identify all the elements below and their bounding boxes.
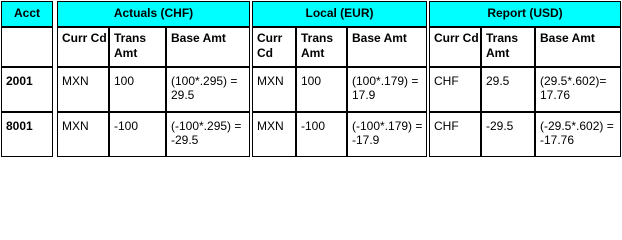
header-acct: Acct: [1, 1, 53, 27]
table-cell: (-29.5*.602) = -17.76: [535, 112, 621, 157]
table-cell: CHF: [429, 67, 481, 112]
header-actuals: Actuals (CHF): [57, 1, 250, 27]
table-cell: (100*.295) = 29.5: [166, 67, 250, 112]
subheader-empty: [1, 27, 53, 67]
row-acct: 2001: [1, 67, 53, 112]
subheader-curr-cd: Curr Cd: [252, 27, 296, 67]
table-cell: MXN: [252, 112, 296, 157]
subheader-trans-amt: Trans Amt: [109, 27, 166, 67]
row-acct: 8001: [1, 112, 53, 157]
table-cell: 100: [109, 67, 166, 112]
table-cell: (100*.179) = 17.9: [347, 67, 427, 112]
subheader-base-amt: Base Amt: [347, 27, 427, 67]
subheader-curr-cd: Curr Cd: [429, 27, 481, 67]
table-cell: -29.5: [481, 112, 535, 157]
table-cell: MXN: [57, 67, 109, 112]
subheader-base-amt: Base Amt: [535, 27, 621, 67]
subheader-curr-cd: Curr Cd: [57, 27, 109, 67]
subheader-base-amt: Base Amt: [166, 27, 250, 67]
table-cell: (-100*.179) = -17.9: [347, 112, 427, 157]
table-cell: (29.5*.602)= 17.76: [535, 67, 621, 112]
subheader-trans-amt: Trans Amt: [296, 27, 347, 67]
subheader-trans-amt: Trans Amt: [481, 27, 535, 67]
table-cell: CHF: [429, 112, 481, 157]
table-cell: -100: [109, 112, 166, 157]
table-cell: (-100*.295) = -29.5: [166, 112, 250, 157]
table-cell: MXN: [57, 112, 109, 157]
table-cell: MXN: [252, 67, 296, 112]
table-cell: 29.5: [481, 67, 535, 112]
header-report: Report (USD): [429, 1, 621, 27]
header-local: Local (EUR): [252, 1, 427, 27]
fx-table: Acct Actuals (CHF) Local (EUR) Report (U…: [1, 1, 621, 157]
table-cell: -100: [296, 112, 347, 157]
table-cell: 100: [296, 67, 347, 112]
